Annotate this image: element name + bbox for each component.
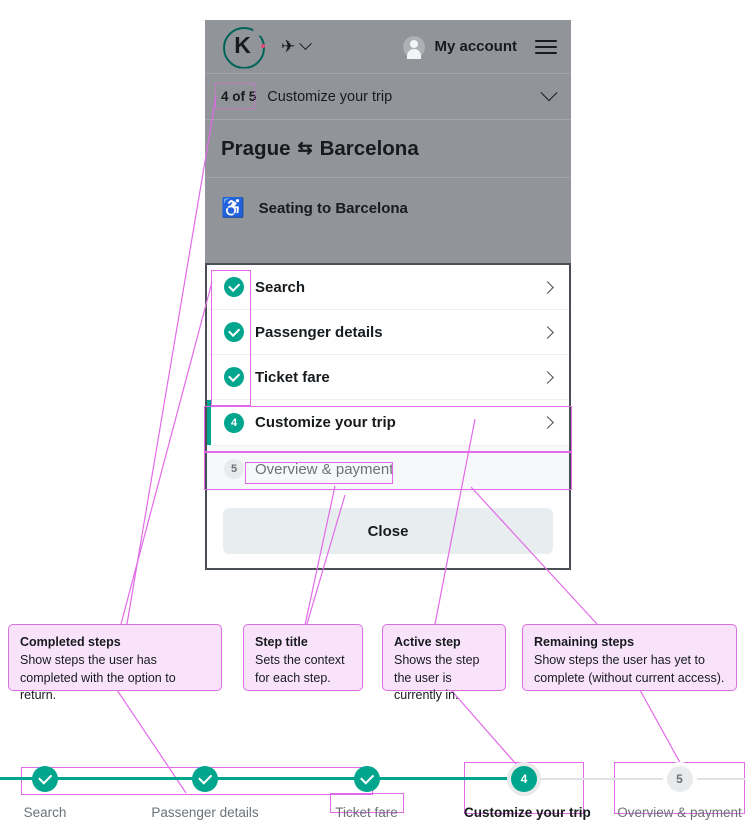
check-circle-icon: [192, 766, 218, 792]
kiwi-logo[interactable]: K: [221, 25, 265, 69]
check-circle-icon: [224, 277, 244, 297]
annotation-active-step: Active step Shows the step the user is c…: [382, 624, 506, 702]
chevron-down-icon: [299, 37, 313, 51]
stepper-label: Search: [23, 805, 67, 820]
check-circle-icon: [32, 766, 58, 792]
annotation-body: Show steps the user has yet to complete …: [534, 652, 725, 685]
chevron-right-icon[interactable]: [541, 280, 554, 294]
step-row-search[interactable]: Search: [207, 265, 569, 310]
stepper-track-progress: [0, 777, 524, 780]
close-button[interactable]: Close: [223, 508, 553, 554]
current-step-title: Customize your trip: [267, 88, 393, 105]
annotation-title: Step title: [255, 635, 308, 649]
seating-label: Seating to Barcelona: [258, 199, 408, 217]
stepper-item-overview-payment: 5 Overview & payment: [614, 765, 745, 820]
route-destination: Barcelona: [319, 136, 419, 160]
annotation-body: Shows the step the user is currently in.: [394, 652, 480, 703]
step-label: Overview & payment: [255, 460, 394, 478]
step-row-overview-payment: 5 Overview & payment: [207, 446, 569, 492]
stepper-label: Overview & payment: [617, 805, 742, 820]
route-swap-icon: ⇆: [297, 138, 313, 158]
step-row-customize-your-trip[interactable]: 4 Customize your trip: [207, 400, 569, 446]
chevron-right-icon[interactable]: [541, 416, 554, 429]
hamburger-menu-icon[interactable]: [535, 36, 557, 58]
step-row-passenger-details[interactable]: Passenger details: [207, 310, 569, 355]
logo-letter: K: [234, 32, 251, 58]
annotation-step-title: Step title Sets the context for each ste…: [243, 624, 363, 691]
stepper-item-customize-your-trip[interactable]: 4 Customize your trip: [464, 765, 591, 820]
step-label: Search: [255, 278, 306, 296]
annotation-title: Remaining steps: [534, 635, 635, 649]
step-number-badge: 4: [224, 412, 244, 433]
chevron-down-icon[interactable]: [540, 83, 558, 101]
logo-arc-icon: [223, 26, 265, 69]
check-circle-icon: [224, 322, 244, 342]
annotation-title: Active step: [394, 635, 461, 649]
annotation-remaining-steps: Remaining steps Show steps the user has …: [522, 624, 737, 691]
steps-modal: Search Passenger details Ticket fare 4 C…: [205, 263, 571, 570]
step-label: Passenger details: [255, 323, 383, 341]
check-circle-icon: [353, 766, 380, 792]
stepper-label: Passenger details: [151, 805, 259, 820]
step-row-ticket-fare[interactable]: Ticket fare: [207, 355, 569, 400]
chevron-right-icon[interactable]: [541, 370, 554, 384]
step-number-badge: 5: [666, 766, 693, 792]
check-circle-icon: [224, 367, 244, 387]
seating-section: ♿ Seating to Barcelona: [205, 178, 571, 238]
my-account-label[interactable]: My account: [434, 38, 517, 55]
step-number-badge: 5: [224, 459, 244, 479]
route-origin: Prague: [221, 136, 291, 160]
user-avatar-icon[interactable]: [403, 35, 426, 59]
annotation-completed-steps: Completed steps Show steps the user has …: [8, 624, 222, 702]
modal-footer: Close: [207, 492, 569, 570]
chevron-right-icon[interactable]: [541, 325, 554, 339]
stepper-label: Customize your trip: [464, 805, 591, 820]
stepper-item-passenger-details[interactable]: Passenger details: [140, 765, 270, 820]
step-summary-bar[interactable]: 4 of 5 Customize your trip: [205, 73, 571, 120]
step-counter: 4 of 5: [221, 89, 257, 104]
step-label: Customize your trip: [255, 414, 396, 431]
app-panel: K ✈ My account 4 of 5 Customize your tri…: [205, 20, 571, 270]
plane-icon: ✈: [281, 37, 296, 56]
seat-accessible-icon: ♿: [221, 198, 245, 219]
travel-mode-selector[interactable]: ✈: [281, 37, 313, 56]
annotation-body: Show steps the user has completed with t…: [20, 652, 176, 703]
app-header: K ✈ My account: [205, 20, 571, 73]
logo-dot-icon: [261, 43, 265, 48]
steps-list: Search Passenger details Ticket fare 4 C…: [207, 265, 569, 492]
step-number-badge: 4: [511, 766, 537, 792]
stepper-item-search[interactable]: Search: [0, 765, 90, 820]
bottom-stepper: Search Passenger details Ticket fare 4 C…: [0, 765, 745, 837]
stepper-label: Ticket fare: [335, 805, 398, 820]
annotation-title: Completed steps: [20, 635, 121, 649]
stepper-item-ticket-fare[interactable]: Ticket fare: [311, 765, 422, 820]
annotation-body: Sets the context for each step.: [255, 652, 345, 685]
route-header: Prague ⇆ Barcelona: [205, 120, 571, 178]
step-label: Ticket fare: [255, 368, 330, 386]
